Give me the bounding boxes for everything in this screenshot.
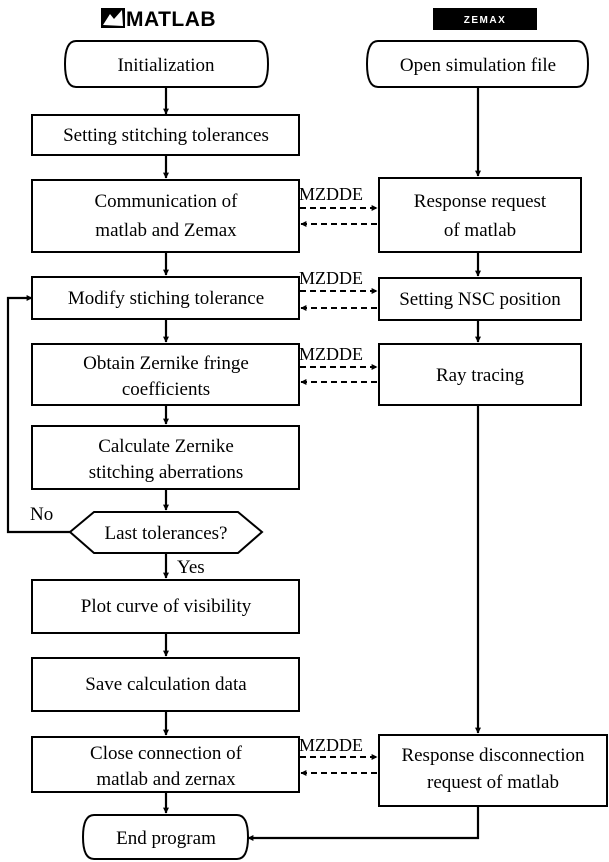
save-data-label: Save calculation data <box>85 674 247 695</box>
zemax-logo: ZEMAX <box>433 8 537 30</box>
mzdde-label-nsc: MZDDE <box>299 268 363 288</box>
response-disconnection-label-line-1: Response disconnection <box>401 745 585 766</box>
node-open-simulation: Open simulation file <box>365 40 590 88</box>
node-zernike-coefficients: Obtain Zernike fringe coefficients <box>31 343 300 406</box>
branch-yes-label: Yes <box>177 557 205 578</box>
response-request-label-line-1: Response request <box>414 191 547 212</box>
left-flow-arrows <box>6 87 169 814</box>
response-disconnection-label-line-2: request of matlab <box>427 772 559 793</box>
setting-tolerances-label: Setting stitching tolerances <box>63 125 269 146</box>
ray-tracing-label: Ray tracing <box>436 365 525 386</box>
branch-no-label: No <box>30 504 53 525</box>
node-nsc-position: Setting NSC position <box>378 277 582 321</box>
communication-label-line-2: matlab and Zemax <box>95 220 237 241</box>
nsc-position-label: Setting NSC position <box>399 289 561 310</box>
mzdde-label-ray: MZDDE <box>299 344 363 364</box>
node-response-request: Response request of matlab <box>378 177 582 253</box>
node-response-disconnection: Response disconnection request of matlab <box>378 734 608 807</box>
matlab-logo-text: MATLAB <box>126 8 216 31</box>
close-connection-label-line-1: Close connection of <box>90 743 243 764</box>
mzdde-connections <box>300 205 378 776</box>
calculate-aberrations-label-line-1: Calculate Zernike <box>98 436 234 457</box>
node-modify-tolerance: Modify stiching tolerance <box>31 276 300 320</box>
node-ray-tracing: Ray tracing <box>378 343 582 406</box>
mzdde-label-comm: MZDDE <box>299 184 363 204</box>
response-request-label-line-2: of matlab <box>444 220 516 241</box>
node-end-program: End program <box>81 814 250 860</box>
communication-label-line-1: Communication of <box>94 191 238 212</box>
matlab-logo-peak <box>103 10 123 26</box>
arrow-no-loop <box>6 295 70 534</box>
zemax-logo-text: ZEMAX <box>464 15 507 26</box>
decision-label: Last tolerances? <box>105 523 228 544</box>
zemax-logo-bar <box>433 8 537 30</box>
node-save-data: Save calculation data <box>31 657 300 712</box>
node-communication: Communication of matlab and Zemax <box>31 179 300 253</box>
node-calculate-aberrations: Calculate Zernike stitching aberrations <box>31 425 300 490</box>
node-close-connection: Close connection of matlab and zernax <box>31 736 300 793</box>
calculate-aberrations-label-line-2: stitching aberrations <box>89 462 244 483</box>
zernike-coefficients-label-line-2: coefficients <box>122 379 210 400</box>
node-decision-last-tolerances: Last tolerances? <box>68 511 264 554</box>
mzdde-label-close: MZDDE <box>299 735 363 755</box>
close-connection-label-line-2: matlab and zernax <box>96 769 236 790</box>
matlab-logo: MATLAB <box>101 8 216 31</box>
modify-tolerance-label: Modify stiching tolerance <box>68 288 264 309</box>
right-flow-arrows <box>247 87 481 841</box>
end-program-label: End program <box>116 828 216 849</box>
node-setting-tolerances: Setting stitching tolerances <box>31 114 300 156</box>
node-plot-visibility: Plot curve of visibility <box>31 579 300 634</box>
zernike-coefficients-label-line-1: Obtain Zernike fringe <box>83 353 249 374</box>
open-simulation-label: Open simulation file <box>400 55 556 76</box>
initialization-label: Initialization <box>117 55 215 76</box>
plot-visibility-label: Plot curve of visibility <box>81 596 252 617</box>
arrow-disconnect-to-end <box>247 806 480 841</box>
node-initialization: Initialization <box>63 40 270 88</box>
